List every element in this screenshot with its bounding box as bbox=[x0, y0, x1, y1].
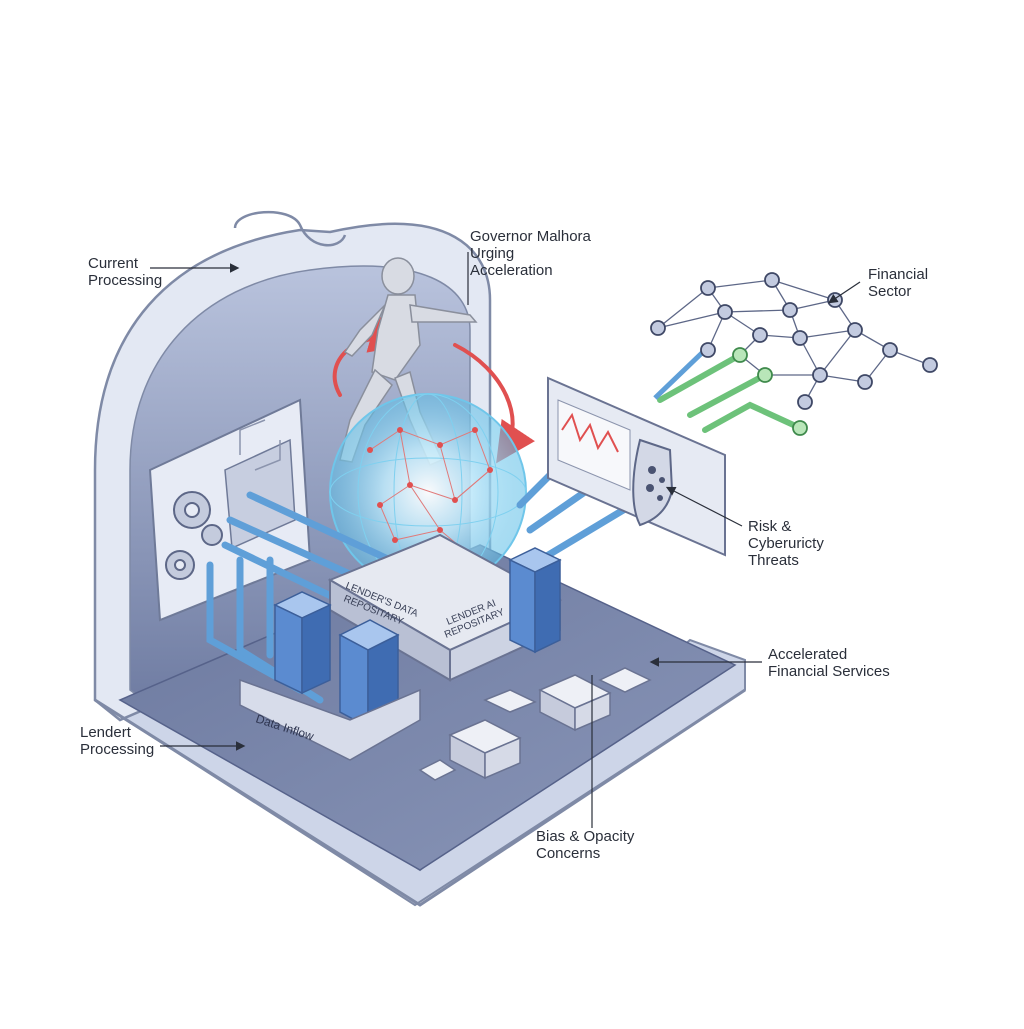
network-node-icon bbox=[650, 272, 938, 410]
risk-panel bbox=[547, 376, 726, 557]
leader-lines bbox=[150, 252, 861, 828]
shield-icon bbox=[632, 438, 674, 527]
gear-icon bbox=[165, 491, 223, 580]
label-bias-opacity: Bias & Opacity Concerns bbox=[536, 828, 635, 862]
label-governor: Governor Malhora Urging Acceleration bbox=[470, 228, 591, 279]
label-current-processing: Current Processing bbox=[88, 255, 163, 289]
server-stacks bbox=[273, 547, 562, 729]
label-risk-threats: Risk & Cyberuricty Threats bbox=[748, 518, 824, 569]
green-pipes bbox=[657, 352, 803, 433]
label-lendert-processing: Lendert Processing bbox=[80, 724, 155, 758]
financial-network bbox=[650, 272, 938, 436]
label-financial-sector: Financial Sector bbox=[868, 266, 929, 300]
label-accelerated-services: Accelerated Financial Services bbox=[768, 646, 890, 680]
data-inflow-platform: Data Inflow bbox=[239, 678, 421, 761]
blue-link-pipe bbox=[653, 348, 707, 400]
